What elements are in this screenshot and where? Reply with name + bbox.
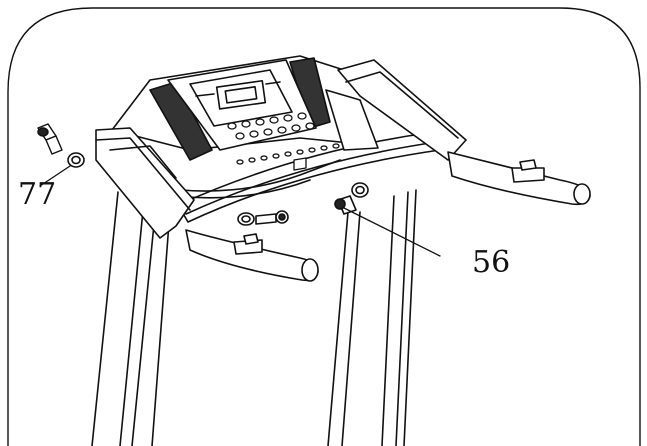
left-handlebar-grip: [185, 229, 319, 282]
callout-77: 77: [18, 177, 56, 212]
rounded-frame: [7, 7, 641, 446]
right-armrest: [325, 59, 467, 161]
washer-56-left: [237, 212, 255, 226]
bolt-77: [37, 123, 63, 155]
leader-line-77: [39, 165, 71, 187]
right-handlebar-grip: [447, 151, 591, 206]
leader-line-56: [343, 207, 441, 257]
callout-56: 56: [472, 245, 510, 280]
left-upright: [91, 191, 171, 446]
washer-56-right: [351, 182, 369, 198]
bolt-56-left: [255, 210, 289, 225]
right-upright: [327, 189, 417, 446]
console-keypad: [227, 112, 340, 171]
bolt-56-right: [334, 195, 357, 215]
washer-77: [67, 152, 85, 168]
left-armrest: [95, 127, 195, 239]
